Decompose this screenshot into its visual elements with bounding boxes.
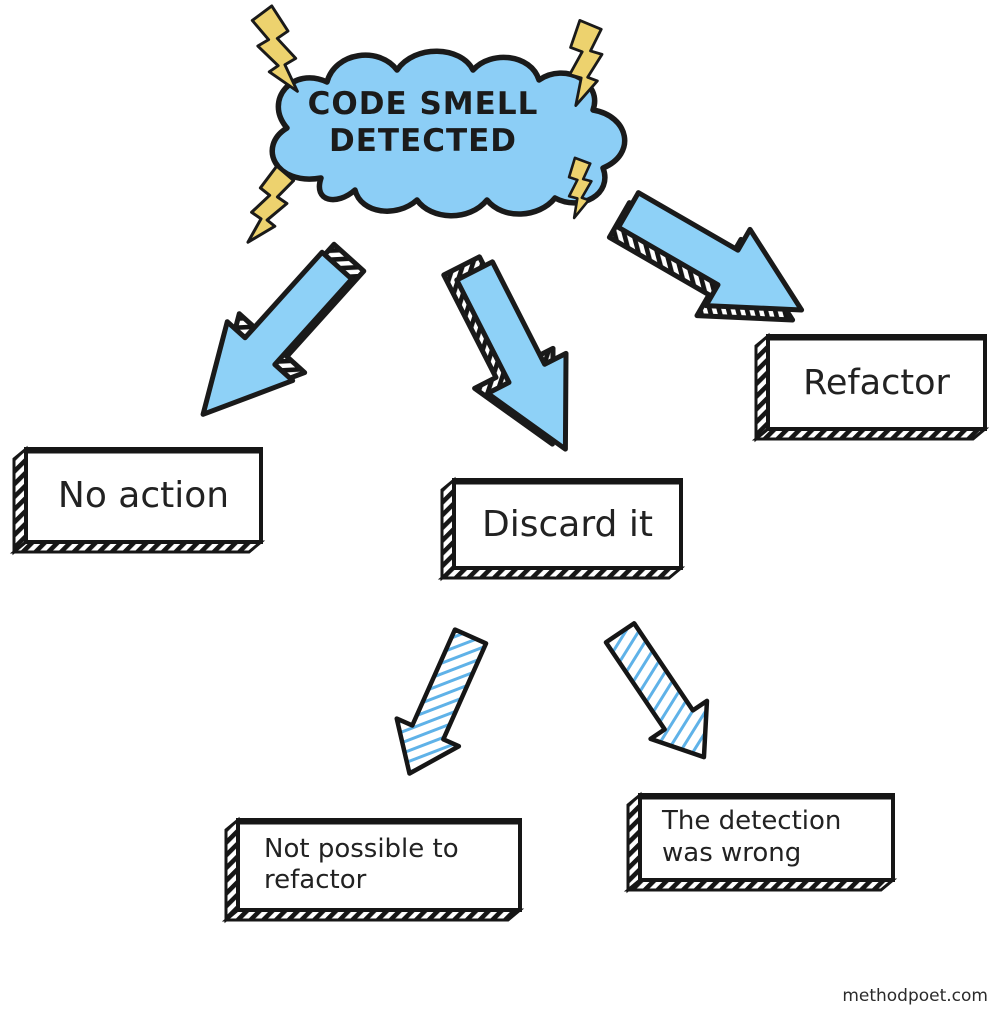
arrow-to-no-action [155, 235, 385, 450]
arrow-to-refactor [595, 175, 835, 345]
cloud-title-line1: CODE SMELL [307, 86, 539, 122]
cloud-shape [269, 48, 628, 219]
cloud-title-line2: DETECTED [328, 122, 518, 159]
not-possible-label: Not possible to refactor [264, 833, 459, 895]
lightning-bolt-icon [562, 16, 611, 108]
watermark: methodpoet.com [842, 986, 988, 1006]
discard-label: Discard it [482, 503, 653, 545]
box-discard [437, 476, 686, 582]
no-action-label: No action [57, 475, 230, 516]
box-not-possible [221, 816, 525, 924]
lightning-bolt-icon [249, 2, 302, 98]
box-no-action [9, 445, 266, 556]
arrow-to-detection-wrong [585, 610, 740, 785]
box-detection-wrong [623, 791, 898, 894]
detection-wrong-label: The detection was wrong [662, 806, 842, 868]
refactor-label: Refactor [803, 362, 950, 403]
cloud-title: CODE SMELL DETECTED [258, 86, 588, 159]
box-refactor [751, 332, 990, 443]
arrow-to-not-possible [370, 615, 510, 795]
